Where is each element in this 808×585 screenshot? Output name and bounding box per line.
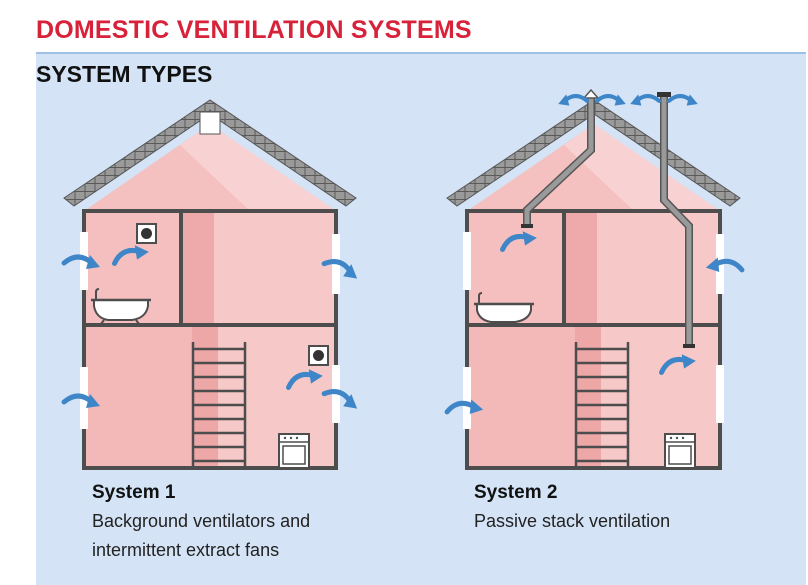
exhaust-arrow-icon xyxy=(669,94,698,105)
window-left-upper xyxy=(80,232,88,290)
system-1-description-line1: Background ventilators and xyxy=(92,511,311,531)
section-subtitle: SYSTEM TYPES xyxy=(36,61,213,87)
house-system-2 xyxy=(446,88,744,470)
passive-stack-duct xyxy=(521,88,600,228)
exhaust-arrow-icon xyxy=(630,94,659,105)
window-left-lower xyxy=(463,367,471,429)
system-2-title: System 2 xyxy=(474,482,558,503)
system-2-description-line1: Passive stack ventilation xyxy=(474,511,671,531)
cooker-icon xyxy=(664,433,696,469)
extract-fan-icon xyxy=(136,223,157,244)
passive-stack-duct xyxy=(657,92,695,348)
exhaust-arrow-icon xyxy=(558,94,587,105)
system-1-description-line2: intermittent extract fans xyxy=(92,540,280,560)
extract-fan-icon xyxy=(308,345,329,366)
window-right-lower xyxy=(716,365,724,423)
gable-vent xyxy=(199,111,221,135)
page-title: DOMESTIC VENTILATION SYSTEMS xyxy=(36,16,472,44)
bathtub-icon xyxy=(91,288,151,325)
staircase xyxy=(191,342,247,468)
bathtub-icon xyxy=(474,292,534,323)
cooker-icon xyxy=(278,433,310,469)
window-left-upper xyxy=(463,232,471,290)
roof-tiles xyxy=(63,99,357,207)
exhaust-arrow-icon xyxy=(597,94,626,105)
system-1-title: System 1 xyxy=(92,482,176,503)
house-system-1 xyxy=(63,99,361,470)
staircase xyxy=(574,342,630,468)
